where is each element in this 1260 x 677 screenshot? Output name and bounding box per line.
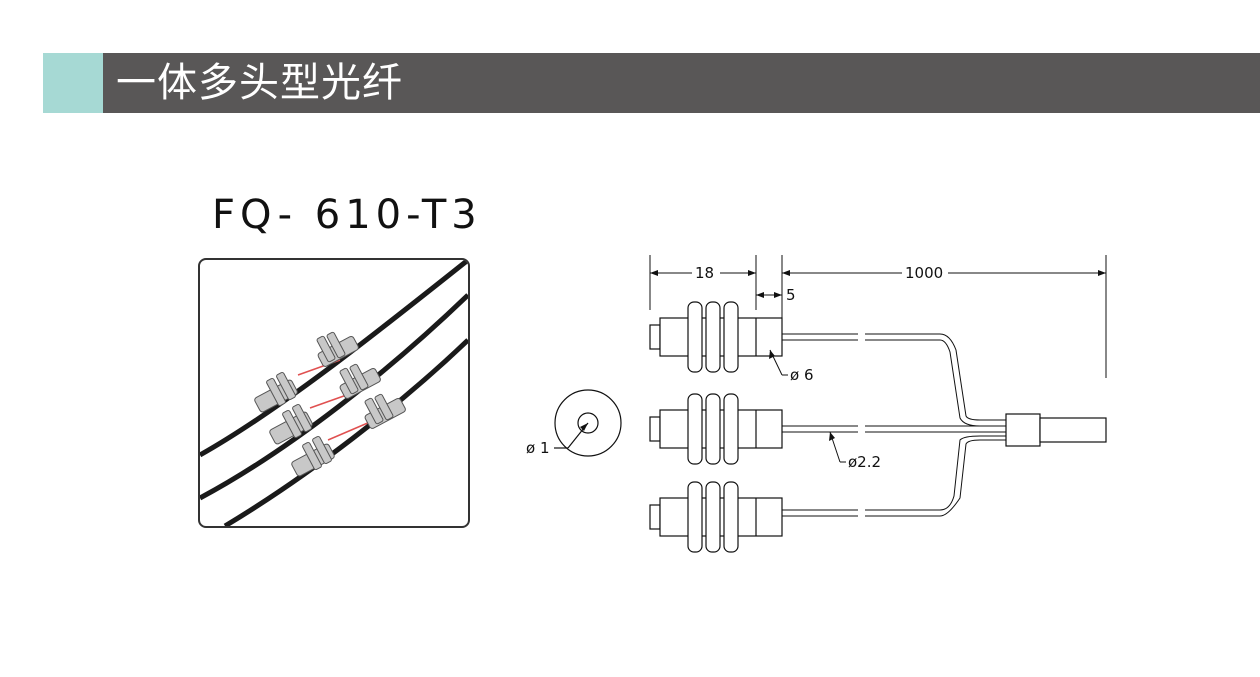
- dim-gap: 5: [786, 286, 796, 304]
- product-model: FQ- 610-T3: [212, 192, 482, 238]
- dim-head-diameter: ø 6: [790, 366, 814, 384]
- dim-fiber-diameter: ø 1: [526, 439, 550, 457]
- dimension-drawing: 18 5 1000: [520, 240, 1120, 574]
- dim-cable-diameter: ø2.2: [848, 453, 881, 471]
- page-title: 一体多头型光纤: [116, 60, 403, 106]
- dim-head-length: 18: [695, 264, 714, 282]
- product-photo-illustration: [200, 260, 468, 526]
- header-accent-block: [43, 53, 103, 113]
- product-photo: [198, 258, 470, 528]
- dim-cable-length: 1000: [905, 264, 943, 282]
- header-bar: [43, 53, 1260, 113]
